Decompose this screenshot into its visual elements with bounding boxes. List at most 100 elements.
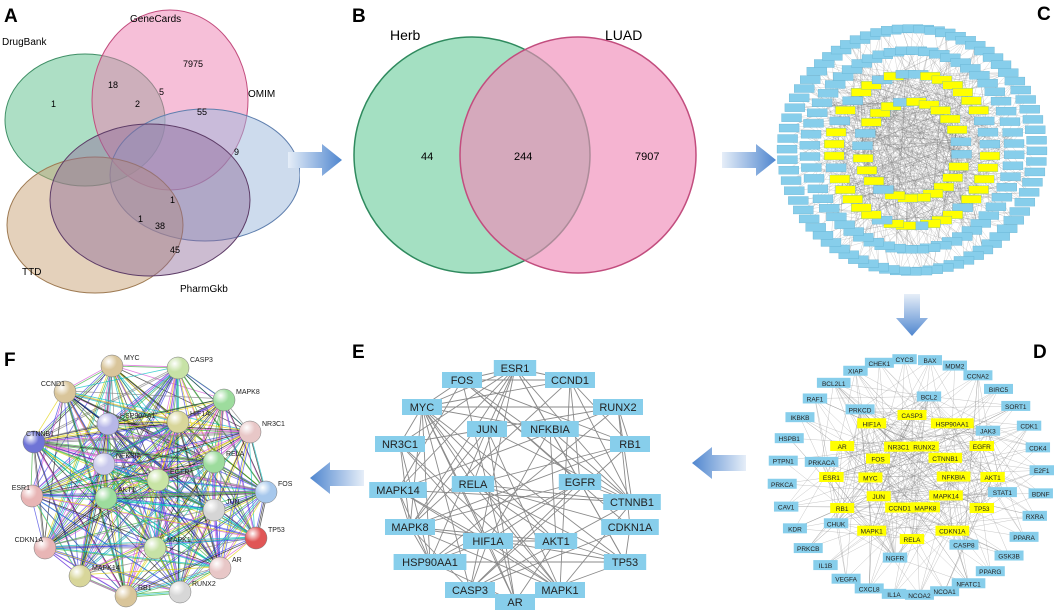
network-node-label: PRKCB (797, 546, 819, 553)
network-edge (63, 366, 177, 392)
network-node-label: RUNX2 (599, 402, 636, 414)
network-edge (102, 460, 213, 464)
network-edge (154, 547, 221, 569)
network-node (979, 151, 1001, 161)
network-node-label: XIAP (848, 369, 863, 376)
network-edge (107, 423, 127, 597)
network-node (825, 128, 847, 137)
network-node-label: HIF1A (190, 411, 210, 418)
network-node (146, 468, 170, 492)
network-node (942, 81, 963, 90)
network-edge (833, 382, 900, 508)
network-edge (105, 491, 267, 499)
network-node (1000, 172, 1021, 181)
network-node (1003, 150, 1025, 159)
network-node-label: RUNX2 (192, 581, 216, 588)
network-edge (932, 85, 953, 194)
network-node (918, 355, 943, 366)
network-node (802, 393, 828, 404)
network-node (998, 68, 1019, 77)
network-node (979, 139, 1001, 149)
network-edge (33, 462, 216, 498)
network-node (969, 441, 995, 451)
network-node (96, 412, 120, 436)
network-node (968, 106, 989, 115)
network-node (951, 578, 986, 589)
network-edge (549, 428, 633, 503)
network-edge (429, 406, 619, 563)
network-edge (905, 74, 923, 272)
network-edge (859, 409, 872, 531)
network-node-label: CCND1 (889, 506, 912, 513)
network-node (829, 116, 851, 126)
network-node (996, 224, 1018, 233)
network-edge (891, 30, 917, 102)
network-node (824, 80, 846, 89)
network-node-label: FOS (871, 457, 885, 464)
network-node (857, 418, 887, 429)
network-node (884, 191, 906, 200)
network-node (393, 554, 467, 570)
network-edge (125, 491, 267, 597)
network-edge (409, 526, 561, 591)
network-node (1029, 465, 1054, 476)
network-edge (845, 101, 1002, 190)
network-node (918, 100, 940, 109)
network-node (933, 182, 955, 192)
network-edge (105, 497, 221, 569)
network-node (861, 81, 882, 90)
network-edge (487, 428, 551, 542)
network-node (977, 128, 999, 137)
network-node-label: NCOA2 (908, 593, 931, 600)
network-edge (987, 101, 1002, 133)
network-node (1025, 442, 1051, 453)
network-edge (904, 359, 930, 397)
network-node (1004, 76, 1026, 86)
network-edge (925, 470, 1042, 508)
network-edge (836, 523, 953, 531)
network-node-label: CTNNB1 (610, 497, 654, 509)
network-edge (862, 145, 942, 221)
network-node-label: ESR1 (501, 363, 530, 375)
network-node (558, 474, 602, 490)
venn-label-ttd: TTD (22, 267, 41, 278)
venn-count: 18 (108, 80, 118, 90)
network-edge (33, 431, 251, 443)
network-node-label: JUN (872, 494, 885, 501)
panel-label-e: E (352, 342, 365, 363)
panel-label-d: D (1033, 342, 1047, 363)
network-node (975, 425, 1001, 436)
network-edge (222, 398, 266, 491)
network-node-label: AKT1 (118, 487, 136, 494)
network-edge (397, 489, 633, 503)
network-node-label: RAF1 (807, 396, 824, 403)
network-node-label: FOS (278, 481, 293, 488)
network-edge (989, 119, 1034, 157)
network-edge (898, 396, 930, 447)
network-node-label: CASP8 (953, 543, 975, 550)
network-edge (31, 495, 257, 539)
network-node-label: JUN (476, 424, 497, 436)
network-edge (821, 382, 834, 462)
venn-count: 2 (135, 99, 140, 109)
network-edge (878, 496, 896, 558)
network-node-label: JUN (226, 499, 240, 506)
network-edge (873, 110, 941, 182)
network-edge (956, 101, 1002, 130)
network-node (813, 560, 838, 571)
network-node (788, 196, 809, 205)
network-edge (421, 406, 561, 591)
network-node (854, 583, 884, 594)
network-node-label: MAPK1 (861, 529, 883, 536)
network-edge (916, 101, 953, 178)
network-node (794, 84, 815, 93)
network-node (375, 436, 425, 452)
network-node-label: NFATC1 (956, 581, 981, 588)
network-node (882, 552, 908, 563)
network-edge (220, 433, 252, 570)
network-node (767, 478, 797, 489)
network-edge (814, 398, 879, 459)
network-node (857, 525, 887, 536)
